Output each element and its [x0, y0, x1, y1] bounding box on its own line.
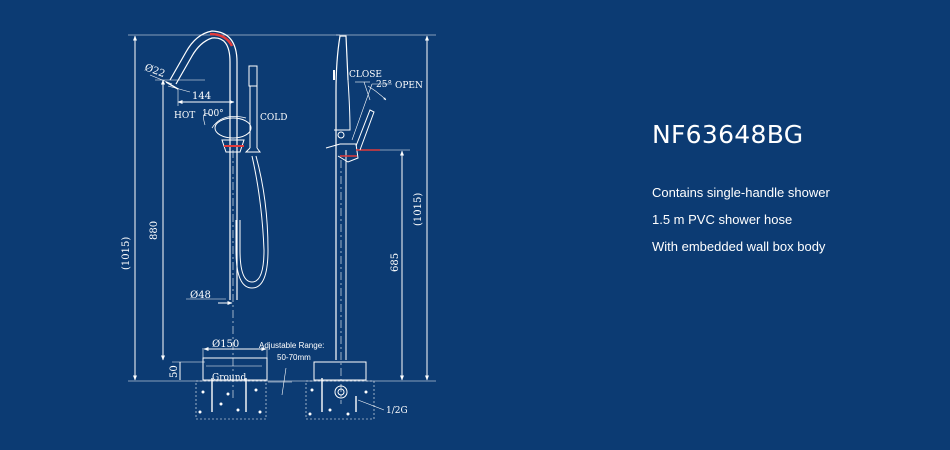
cold-label: COLD [260, 113, 287, 123]
side-base [313, 361, 367, 381]
feature-item-2: 1.5 m PVC shower hose [652, 212, 793, 227]
spout-red-accent [209, 32, 234, 47]
adjust-note-line1: Adjustable Range: [259, 341, 324, 350]
open-label: OPEN [395, 81, 423, 91]
mixer-body [214, 117, 252, 139]
mixer-lower-body [221, 139, 245, 153]
spout-dia-label: Ø22 [143, 62, 166, 79]
spout-outlet [165, 81, 179, 90]
spout-body [175, 37, 231, 300]
side-spout [335, 35, 349, 360]
front-view [128, 30, 340, 420]
feature-item-3: With embedded wall box body [652, 239, 826, 254]
feature-item-1: Contains single-handle shower [652, 185, 830, 200]
front-anchor-block [195, 378, 267, 420]
base-dia-label: Ø150 [212, 339, 239, 350]
height-880-label: 880 [149, 221, 160, 240]
side-total-height-label: (1015) [413, 193, 424, 226]
close-label: CLOSE [349, 70, 382, 80]
hand-shower-head [248, 65, 258, 87]
handle-angle-label: 100° [202, 109, 224, 119]
ground-label: Ground [212, 373, 247, 383]
spout-reach-label: 144 [192, 91, 211, 102]
handle-lever [355, 109, 375, 151]
model-number: NF63648BG [652, 120, 804, 149]
side-anchor-block [305, 378, 385, 420]
adjust-note-line2: 50-70mm [277, 353, 311, 362]
side-mixer [325, 143, 359, 163]
floor-base [202, 357, 268, 381]
shower-hose [239, 155, 265, 283]
product-info-panel: NF63648BG Contains single-handle shower … [652, 120, 830, 260]
pipe-dia-label: Ø48 [190, 290, 211, 301]
thread-label: 1/2G [386, 406, 408, 416]
hot-label: HOT [174, 111, 195, 121]
side-handle-angle-label: 25° [376, 80, 392, 90]
side-view [300, 34, 436, 420]
base-50-label: 50 [169, 365, 180, 378]
front-total-height-label: (1015) [121, 237, 132, 270]
height-685-label: 685 [390, 253, 401, 272]
